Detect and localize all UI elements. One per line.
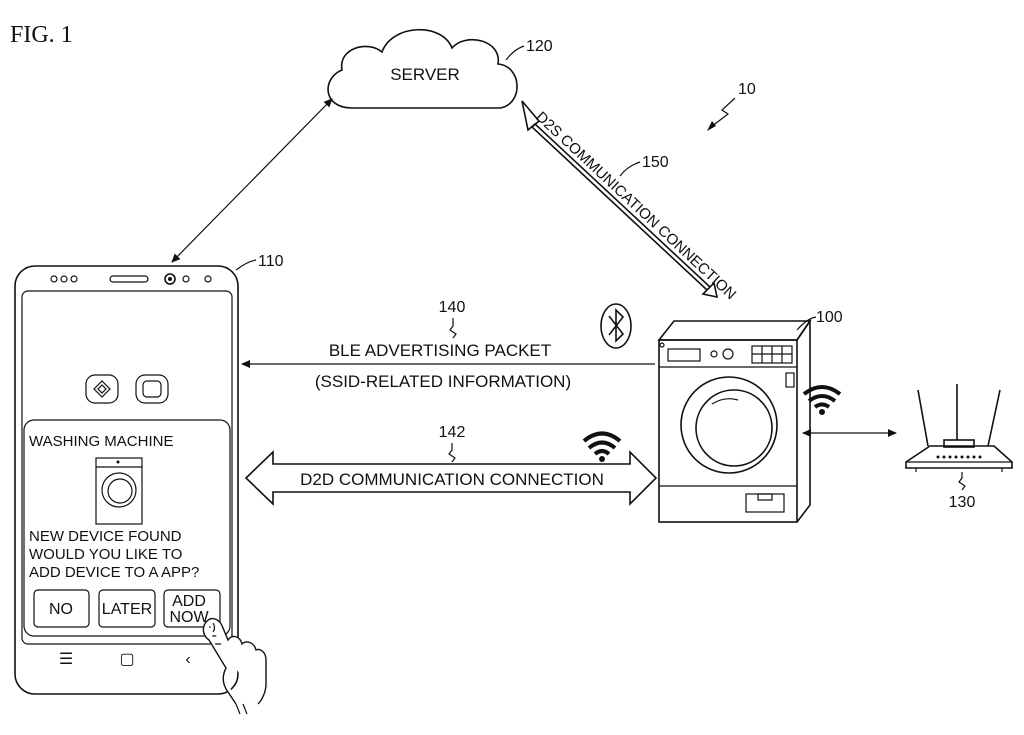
wifi-icon — [584, 434, 620, 463]
card-title: WASHING MACHINE — [29, 433, 173, 450]
washer-ref: 100 — [816, 309, 843, 326]
d2s-label: D2S COMMUNICATION CONNECTION — [532, 108, 739, 303]
router-ref-leader — [959, 472, 965, 490]
server-ref-leader — [506, 46, 524, 60]
hand-pointer-icon — [203, 619, 266, 714]
home-icon[interactable]: ▢ — [119, 651, 134, 668]
router — [906, 384, 1012, 472]
server-cloud: SERVER — [328, 30, 517, 108]
message-line-1: NEW DEVICE FOUND — [29, 528, 182, 545]
message-line-2: WOULD YOU LIKE TO — [29, 546, 182, 563]
bluetooth-icon — [601, 304, 631, 348]
d2s-ref: 150 — [642, 154, 669, 171]
system-ref-leader — [711, 98, 735, 127]
ble-ref-leader — [450, 318, 456, 338]
app-icon-1[interactable] — [86, 375, 118, 403]
router-ref: 130 — [949, 494, 976, 511]
washing-machine — [659, 321, 810, 522]
server-ref: 120 — [526, 38, 553, 55]
phone-ref: 110 — [258, 253, 284, 270]
system-ref: 10 — [738, 81, 756, 98]
ble-label-line2: (SSID-RELATED INFORMATION) — [315, 372, 571, 391]
d2d-ref-leader — [449, 443, 455, 462]
back-icon[interactable]: ‹ — [185, 651, 190, 668]
later-button-label: LATER — [102, 601, 152, 618]
later-button[interactable]: LATER — [99, 590, 155, 627]
no-button-label: NO — [49, 601, 73, 618]
d2d-ref: 142 — [439, 424, 466, 441]
app-icon-2[interactable] — [136, 375, 168, 403]
menu-icon[interactable]: ☰ — [59, 651, 73, 668]
ble-label-line1: BLE ADVERTISING PACKET — [329, 341, 551, 360]
phone-ref-leader — [236, 260, 256, 270]
d2s-ref-leader — [620, 162, 640, 176]
phone-server-arrow — [172, 99, 332, 262]
ble-ref: 140 — [439, 299, 466, 316]
system-ref-arrowhead — [707, 121, 716, 131]
washer-thumbnail-icon — [96, 458, 142, 524]
add-now-label-line1: ADD — [172, 593, 206, 610]
washer-ref-leader — [797, 317, 816, 330]
message-line-3: ADD DEVICE TO A APP? — [29, 564, 199, 581]
d2d-label: D2D COMMUNICATION CONNECTION — [300, 470, 604, 489]
d2s-connection-arrow: D2S COMMUNICATION CONNECTION — [522, 101, 739, 303]
server-label: SERVER — [390, 65, 460, 84]
d2d-connection-arrow: D2D COMMUNICATION CONNECTION — [246, 452, 656, 504]
figure-title: FIG. 1 — [10, 22, 73, 48]
add-now-label-line2: NOW — [169, 609, 209, 626]
no-button[interactable]: NO — [34, 590, 89, 627]
